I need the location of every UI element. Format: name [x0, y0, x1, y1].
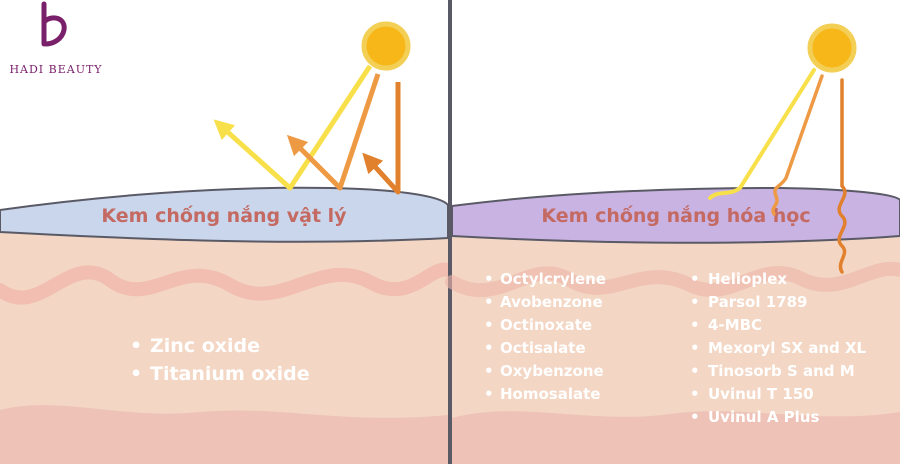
ingredient-bullet: •: [484, 316, 494, 334]
ingredient-item: Octinoxate: [500, 316, 592, 334]
brand-logo: HADI BEAUTY: [9, 1, 102, 76]
panel-divider: [448, 0, 452, 464]
ingredient-bullet: •: [484, 385, 494, 403]
hadi-beauty-logo-icon: [41, 1, 67, 47]
ingredient-titanium-oxide: Titanium oxide: [150, 363, 310, 385]
skin-layer: [0, 232, 448, 464]
ingredient-bullet: •: [484, 270, 494, 288]
ingredient-item: Octylcrylene: [500, 270, 606, 288]
deep-skin-layer: [452, 411, 900, 464]
physical-sunscreen-label: Kem chống nắng vật lý: [101, 204, 347, 227]
reflected-ray-arrow: [286, 73, 381, 191]
sun-icon: [361, 21, 411, 71]
ingredient-item: 4-MBC: [708, 316, 762, 334]
ingredient-item: Homosalate: [500, 385, 600, 403]
skin-layer: [452, 236, 900, 464]
brand-name: HADI BEAUTY: [9, 63, 102, 76]
absorbed-ray-wave: [771, 74, 824, 216]
ingredient-bullet: •: [690, 339, 700, 357]
ingredient-bullet: •: [130, 363, 142, 385]
ingredient-item: Uvinul A Plus: [708, 408, 819, 426]
ingredient-bullet: •: [130, 335, 142, 357]
reflected-ray-arrow: [362, 82, 401, 195]
ingredient-item: Helioplex: [708, 270, 787, 288]
ingredient-item: Uvinul T 150: [708, 385, 814, 403]
reflected-ray-arrow: [213, 64, 373, 191]
ingredient-bullet: •: [484, 339, 494, 357]
ingredient-item: Parsol 1789: [708, 293, 807, 311]
ingredient-list-column-1: • Octylcrylene • Avobenzone • Octinoxate • Octi…: [484, 270, 606, 403]
sun-icon: [807, 23, 857, 73]
panel-chemical: Kem chống nắng hóa học • Octylcrylene • Avo…: [445, 0, 900, 464]
ingredient-list-column-2: • Helioplex • Parsol 1789 • 4-MBC • Mexoryl SX …: [690, 270, 867, 426]
deep-skin-layer: [0, 405, 448, 464]
ingredient-bullet: •: [484, 362, 494, 380]
chemical-sunscreen-label: Kem chống nắng hóa học: [541, 204, 810, 227]
dermis-vein: [445, 261, 900, 298]
ingredient-bullet: •: [690, 385, 700, 403]
ingredient-item: Tinosorb S and M: [708, 362, 855, 380]
absorbed-ray-wave: [837, 78, 847, 274]
ingredient-bullet: •: [690, 316, 700, 334]
ingredient-item: Octisalate: [500, 339, 586, 357]
ingredient-item: Mexoryl SX and XL: [708, 339, 867, 357]
ingredient-item: Avobenzone: [500, 293, 603, 311]
ingredient-zinc-oxide: Zinc oxide: [150, 335, 260, 357]
absorbed-ray-wave: [708, 68, 816, 200]
dermis-vein: [0, 262, 455, 305]
ingredient-bullet: •: [690, 362, 700, 380]
panel-physical: Kem chống nắng vật lý • Zinc oxide • Tit…: [0, 0, 455, 464]
ingredient-bullet: •: [690, 270, 700, 288]
ingredient-item: Oxybenzone: [500, 362, 604, 380]
physical-sunscreen-layer: [0, 186, 449, 243]
ingredient-bullet: •: [690, 293, 700, 311]
chemical-sunscreen-layer: [451, 186, 900, 244]
ingredient-bullet: •: [484, 293, 494, 311]
ingredient-bullet: •: [690, 408, 700, 426]
